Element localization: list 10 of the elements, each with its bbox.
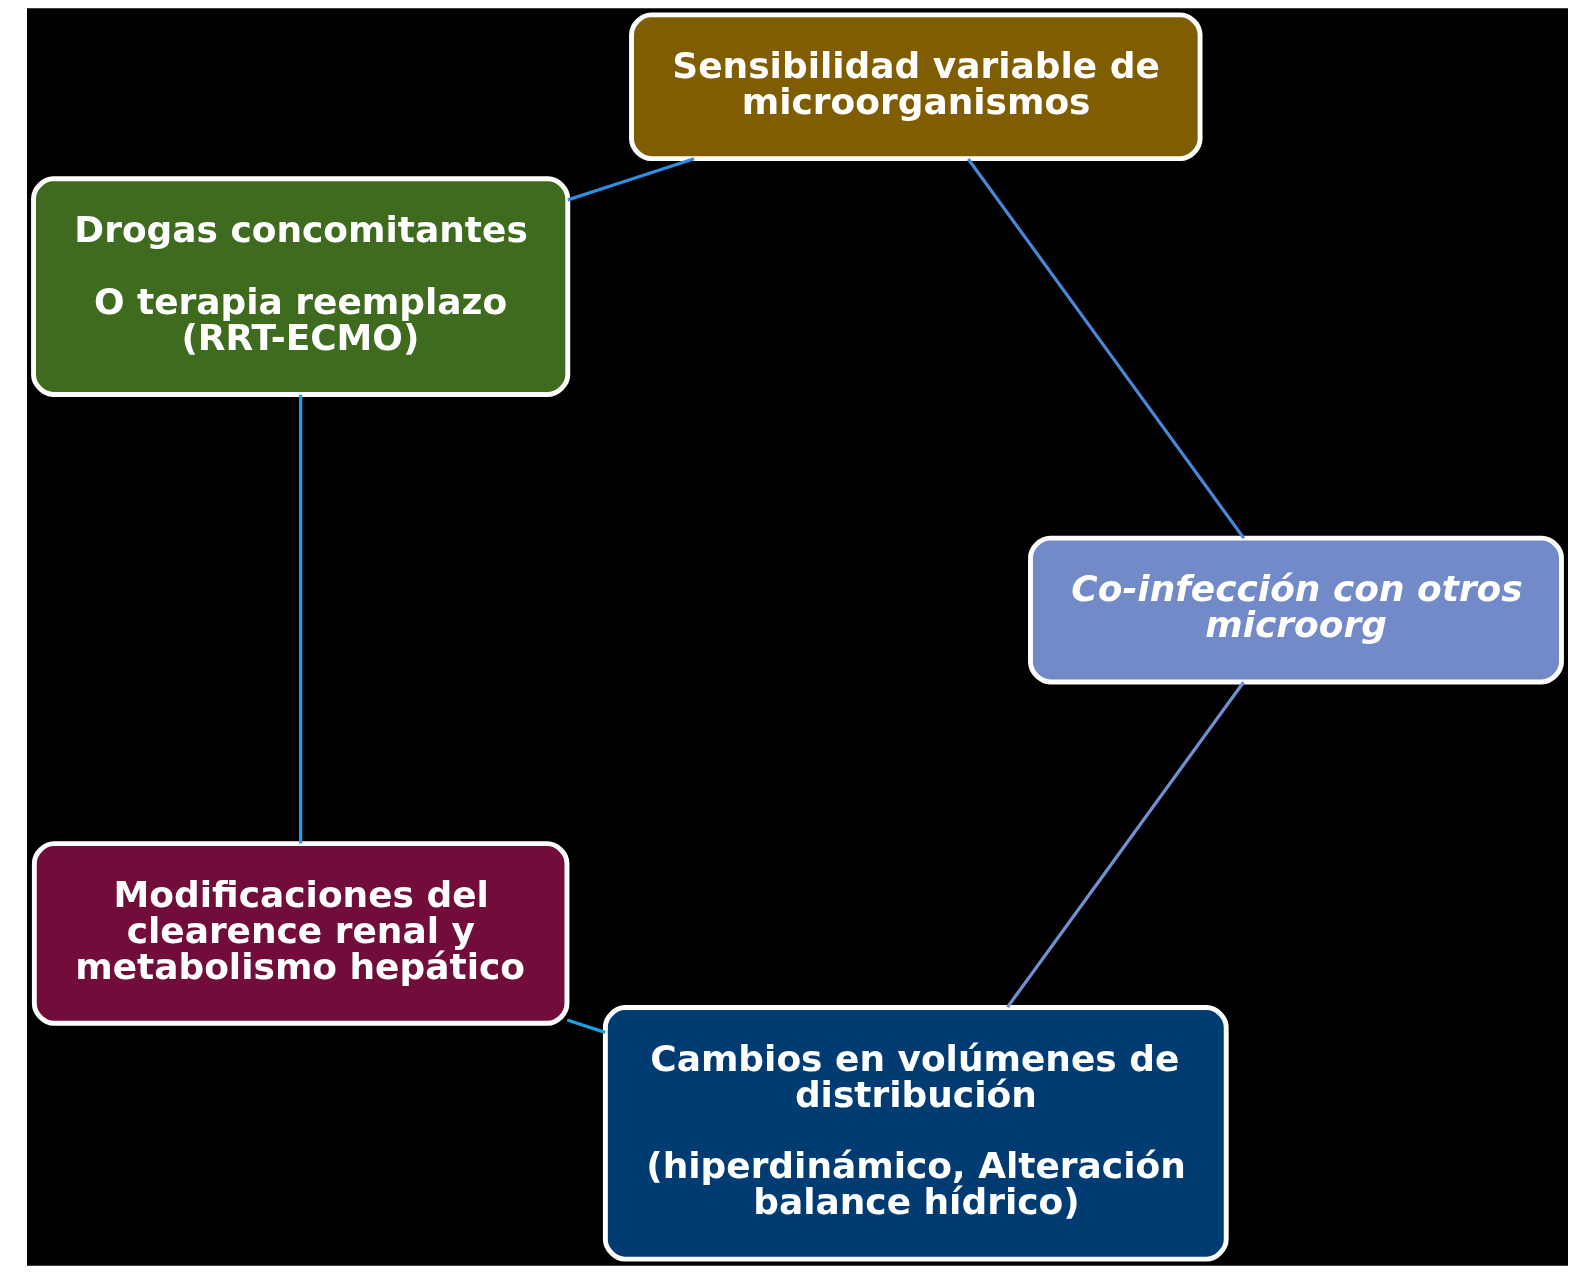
connector [1005, 681, 1245, 1009]
node-box: Modificaciones del clearence renal y metabolismo hepático [31, 841, 569, 1026]
connector [298, 394, 302, 844]
node-box: Sensibilidad variable de microorganismos [628, 12, 1202, 162]
connector [966, 158, 1245, 540]
connector [566, 157, 695, 202]
connector [566, 1018, 606, 1034]
node-box: Drogas concomitantes O terapia reemplazo (RRT-ECMO) [30, 176, 570, 397]
node-box: Cambios en volúmenes de distribución (hiperdinámico, Alteración balance hídrico) [602, 1005, 1229, 1262]
node-box: Co-infección con otros microorg [1027, 535, 1564, 685]
